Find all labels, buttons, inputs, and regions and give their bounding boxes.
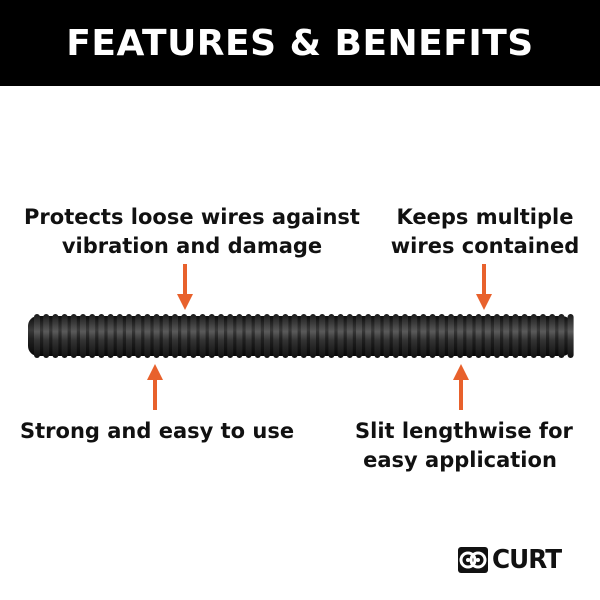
tube-rib bbox=[328, 314, 335, 358]
tube-rib bbox=[530, 314, 537, 358]
brand-logo: CURT bbox=[458, 545, 565, 575]
tube-rib bbox=[484, 314, 491, 358]
tube-rib bbox=[218, 314, 224, 358]
page-title: FEATURES & BENEFITS bbox=[66, 22, 534, 64]
tube-rib bbox=[52, 314, 59, 358]
tube-rib bbox=[475, 314, 482, 358]
tube-rib bbox=[264, 314, 270, 358]
tube-rib bbox=[438, 314, 445, 358]
tube-rib bbox=[291, 314, 298, 358]
arrow-up-icon bbox=[147, 364, 163, 410]
tube-rib bbox=[135, 314, 142, 358]
callout-line: Protects loose wires against bbox=[24, 205, 360, 229]
callout-keeps-contained: Keeps multiple wires contained bbox=[385, 203, 585, 261]
tube-rib bbox=[521, 314, 528, 358]
tube-rib bbox=[567, 314, 574, 358]
tube-rib bbox=[273, 314, 280, 358]
tube-rib bbox=[162, 314, 169, 358]
tube-rib bbox=[80, 314, 86, 358]
tube-rib bbox=[254, 314, 261, 358]
tube-rib bbox=[227, 314, 234, 358]
tube-rib bbox=[420, 314, 427, 358]
tube-rib bbox=[346, 314, 353, 358]
tube-rib bbox=[300, 314, 307, 358]
tube-rib bbox=[190, 314, 197, 358]
tube-rib bbox=[61, 314, 68, 358]
curt-hitch-logo-icon bbox=[458, 547, 488, 573]
callout-line: Strong and easy to use bbox=[20, 419, 295, 443]
tube-rib bbox=[208, 314, 215, 358]
tube-rib bbox=[356, 314, 362, 358]
tube-rib bbox=[411, 314, 418, 358]
tube-rib bbox=[107, 314, 114, 358]
arrow-up-icon bbox=[453, 364, 469, 410]
tube-rib bbox=[181, 314, 188, 358]
tube-rib bbox=[282, 314, 289, 358]
tube-rib bbox=[144, 314, 151, 358]
tube-rib bbox=[457, 314, 464, 358]
tube-rib bbox=[494, 314, 500, 358]
tube-rib bbox=[70, 314, 77, 358]
tube-rib bbox=[172, 314, 178, 358]
callout-slit-lengthwise: Slit lengthwise for easy application bbox=[355, 417, 573, 475]
tube-rib bbox=[310, 314, 316, 358]
tube-rib bbox=[549, 314, 556, 358]
tube-rib bbox=[558, 314, 565, 358]
tube-rib bbox=[319, 314, 326, 358]
brand-name: CURT bbox=[492, 545, 562, 575]
tube-rib bbox=[402, 314, 408, 358]
tube-rib bbox=[337, 314, 344, 358]
tube-rib bbox=[374, 314, 381, 358]
tube-rib bbox=[383, 314, 390, 358]
tube-rib bbox=[236, 314, 243, 358]
tube-rib bbox=[43, 314, 50, 358]
tube-rib bbox=[199, 314, 206, 358]
callout-line: easy application bbox=[363, 448, 557, 472]
tube-rib bbox=[34, 314, 40, 358]
tube-rib bbox=[365, 314, 372, 358]
tube-rib bbox=[540, 314, 546, 358]
tube-rib bbox=[98, 314, 105, 358]
tube-rib bbox=[448, 314, 454, 358]
callout-line: Slit lengthwise for bbox=[355, 419, 573, 443]
tube-rib bbox=[466, 314, 473, 358]
tube-rib bbox=[89, 314, 96, 358]
callout-protects-wires: Protects loose wires against vibration a… bbox=[22, 203, 362, 261]
callout-line: Keeps multiple bbox=[396, 205, 574, 229]
callout-line: vibration and damage bbox=[61, 234, 323, 258]
tube-rib bbox=[429, 314, 436, 358]
tube-rib bbox=[116, 314, 123, 358]
callout-strong-easy: Strong and easy to use bbox=[20, 417, 295, 446]
arrow-down-icon bbox=[476, 264, 492, 310]
tube-rib bbox=[126, 314, 132, 358]
callout-line: wires contained bbox=[390, 234, 580, 258]
tube-rib bbox=[153, 314, 160, 358]
header-banner: FEATURES & BENEFITS bbox=[0, 0, 600, 86]
split-loom-tube bbox=[28, 314, 574, 358]
arrow-down-icon bbox=[177, 264, 193, 310]
tube-rib bbox=[392, 314, 399, 358]
tube-rib bbox=[503, 314, 510, 358]
tube-rib bbox=[512, 314, 519, 358]
tube-rib bbox=[245, 314, 252, 358]
